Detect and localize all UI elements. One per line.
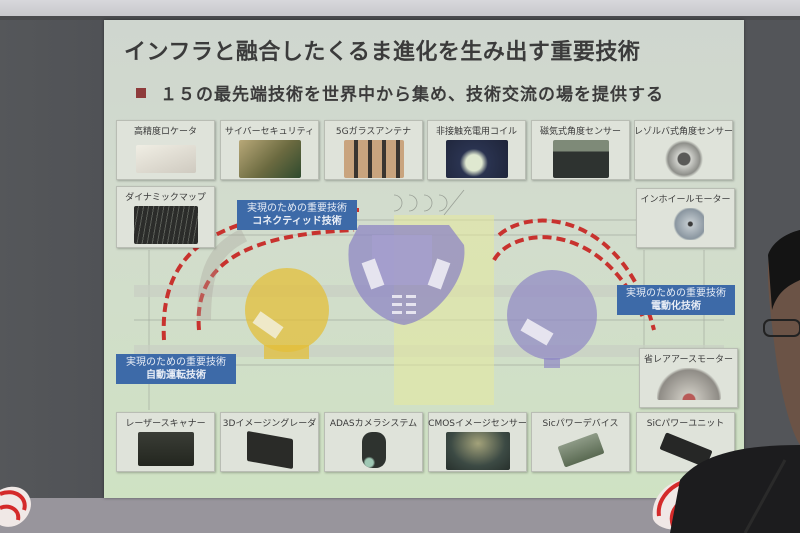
callout-line2: 電動化技術 bbox=[651, 301, 701, 312]
tech-card-wireless-charging-coil: 非接触充電用コイル bbox=[427, 120, 526, 180]
tech-card-3d-imaging-radar: 3Dイメージングレーダ bbox=[220, 412, 319, 472]
card-label: インホイールモーター bbox=[640, 195, 731, 205]
card-label: レーザースキャナー bbox=[125, 419, 206, 429]
card-label: 省レアアースモーター bbox=[643, 355, 733, 365]
circuit-board-image bbox=[238, 140, 301, 178]
laser-scanner-image bbox=[137, 432, 194, 466]
imaging-radar-image bbox=[246, 430, 293, 470]
tech-card-laser-scanner: レーザースキャナー bbox=[116, 412, 215, 472]
subtitle-row: １５の最先端技術を世界中から集め、技術交流の場を提供する bbox=[136, 80, 664, 105]
card-label: SiCパワーユニット bbox=[646, 419, 725, 429]
tech-card-reduced-rare-earth-motor: 省レアアースモーター bbox=[639, 348, 738, 408]
slide-title: インフラと融合したくるま進化を生み出す重要技術 bbox=[124, 40, 641, 65]
antenna-image bbox=[343, 140, 404, 178]
charging-coil-image bbox=[445, 140, 508, 178]
dynamic-map-image bbox=[133, 206, 198, 244]
locator-device-image bbox=[135, 145, 196, 173]
wall-left bbox=[0, 20, 105, 498]
ceiling-edge bbox=[0, 16, 800, 20]
card-label: 3Dイメージングレーダ bbox=[222, 419, 317, 429]
card-label: サイバーセキュリティ bbox=[224, 127, 315, 137]
callout-line1: 実現のための重要技術 bbox=[626, 288, 726, 299]
motor-image bbox=[656, 368, 721, 400]
card-label: 高精度ロケータ bbox=[133, 127, 197, 137]
ceiling bbox=[0, 0, 800, 18]
square-bullet-icon bbox=[136, 87, 146, 98]
card-label: ダイナミックマップ bbox=[125, 193, 206, 203]
tech-card-cyber-security: サイバーセキュリティ bbox=[220, 120, 319, 180]
callout-line1: 実現のための重要技術 bbox=[126, 357, 226, 368]
card-label: 5Gガラスアンテナ bbox=[335, 127, 412, 137]
glasses-icon bbox=[763, 319, 800, 337]
power-device-image bbox=[557, 432, 604, 468]
card-label: 磁気式角度センサー bbox=[539, 127, 621, 137]
presentation-slide: インフラと融合したくるま進化を生み出す重要技術 １５の最先端技術を世界中から集め… bbox=[104, 20, 744, 498]
card-label: Sicパワーデバイス bbox=[542, 419, 619, 429]
callout-autonomous-driving-tech: 実現のための重要技術 自動運転技術 bbox=[116, 354, 236, 384]
adas-camera-image bbox=[361, 432, 386, 468]
card-label: 非接触充電用コイル bbox=[435, 127, 517, 137]
resolver-sensor-image bbox=[663, 140, 704, 178]
callout-line2: コネクティッド技術 bbox=[252, 216, 342, 227]
card-label: CMOSイメージセンサー bbox=[428, 419, 527, 429]
tech-card-resolver-angle-sensor: レゾルバ式角度センサー bbox=[634, 120, 733, 180]
speaker-person bbox=[670, 230, 800, 533]
callout-connected-tech: 実現のための重要技術 コネクティッド技術 bbox=[237, 200, 357, 230]
tech-card-sic-power-device: Sicパワーデバイス bbox=[531, 412, 630, 472]
slide-subtitle: １５の最先端技術を世界中から集め、技術交流の場を提供する bbox=[160, 85, 664, 105]
tech-card-5g-glass-antenna: 5Gガラスアンテナ bbox=[324, 120, 423, 180]
callout-electrification-tech: 実現のための重要技術 電動化技術 bbox=[617, 285, 735, 315]
tech-card-high-precision-locator: 高精度ロケータ bbox=[116, 120, 215, 180]
tech-card-adas-camera: ADASカメラシステム bbox=[324, 412, 423, 472]
angle-sensor-image bbox=[552, 140, 609, 178]
in-wheel-motor-image bbox=[667, 208, 704, 240]
callout-line2: 自動運転技術 bbox=[146, 370, 206, 381]
tech-card-dynamic-map: ダイナミックマップ bbox=[116, 186, 215, 248]
ribbon-decoration-left bbox=[0, 486, 31, 527]
tech-card-magnetic-angle-sensor: 磁気式角度センサー bbox=[531, 120, 630, 180]
callout-line1: 実現のための重要技術 bbox=[247, 203, 347, 214]
card-label: ADASカメラシステム bbox=[329, 419, 418, 429]
cmos-sensor-image bbox=[445, 432, 510, 470]
tech-card-cmos-image-sensor: CMOSイメージセンサー bbox=[428, 412, 527, 472]
tech-card-in-wheel-motor: インホイールモーター bbox=[636, 188, 735, 248]
microphone-stand bbox=[743, 459, 787, 533]
card-label: レゾルバ式角度センサー bbox=[634, 127, 734, 137]
